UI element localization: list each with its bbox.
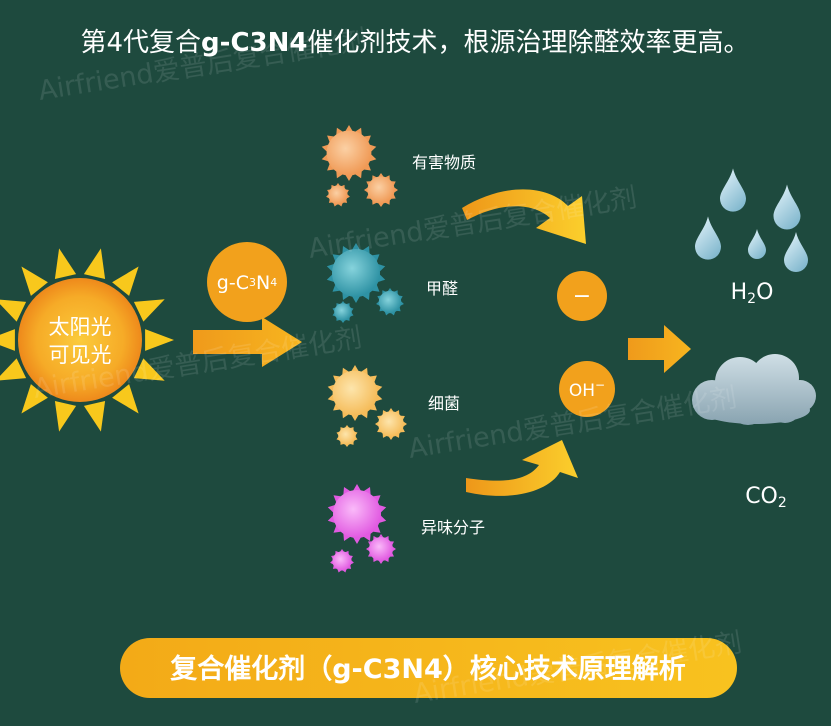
ion-hydroxide-base: OH <box>569 381 595 401</box>
water-drop-icon <box>720 168 746 212</box>
water-drop-icon <box>748 229 766 259</box>
curved-arrow-down-icon <box>462 189 586 244</box>
particle-body <box>332 551 352 571</box>
pollutant-odor: 异味分子 <box>327 484 485 573</box>
sun-ray <box>112 384 139 414</box>
banner-pill <box>120 638 737 698</box>
particle-body <box>328 185 348 205</box>
water-drop-icon <box>695 216 721 260</box>
banner-text: 复合催化剂（g-C3N4）核心技术原理解析 <box>170 653 686 685</box>
sun-body <box>18 278 142 402</box>
pollutant-bacteria: 细菌 <box>327 365 460 447</box>
title-prefix: 第4代复合 <box>81 28 202 58</box>
sun-ray <box>133 299 165 322</box>
pollutant-harmful: 有害物质 <box>321 125 476 207</box>
pollutant-label-formaldehyde: 甲醛 <box>426 279 458 298</box>
water-drop-icon <box>784 232 808 272</box>
arrow-right-icon <box>193 317 302 367</box>
ion-hydroxide-label: OH− <box>569 378 605 401</box>
sun-ray <box>145 329 174 351</box>
product-label-co2: CO2 <box>745 484 787 511</box>
water-part: 2 <box>747 291 756 307</box>
bacteria-particle-small <box>336 425 358 447</box>
sun-ray <box>0 358 27 381</box>
sun-rays <box>0 248 174 432</box>
arrow-right-icon <box>628 325 691 373</box>
formaldehyde-particle-small <box>332 301 354 323</box>
pollutant-label-bacteria: 细菌 <box>428 394 460 413</box>
odor-particle-large <box>327 484 387 544</box>
ion-negative-circle <box>557 271 607 321</box>
catalyst-part: 4 <box>270 276 277 289</box>
title-highlight: g-C3N4 <box>201 28 307 58</box>
sun: 太阳光 可见光 <box>0 248 174 432</box>
bacteria-particle-medium <box>375 408 407 440</box>
co2-part: CO <box>745 484 778 509</box>
co2-part: 2 <box>778 495 787 511</box>
sun-ray <box>0 329 15 351</box>
harmful-particle-small <box>326 183 350 207</box>
particle-body <box>369 537 393 561</box>
water-part: H <box>731 280 748 305</box>
catalyst-label: g-C3N4 <box>217 272 277 294</box>
water-part: O <box>756 280 773 305</box>
particle-body <box>378 411 404 437</box>
pollutant-formaldehyde: 甲醛 <box>326 243 458 323</box>
ion-hydroxide-charge: − <box>595 378 605 392</box>
odor-particle-small <box>330 549 354 573</box>
cloud-base <box>700 396 810 424</box>
particle-body <box>333 490 381 538</box>
sun-ray <box>0 299 27 322</box>
catalyst-circle <box>207 242 287 322</box>
pollutant-label-harmful: 有害物质 <box>412 153 476 172</box>
ion-hydroxide-circle <box>559 361 615 417</box>
formaldehyde-particle-medium <box>376 288 404 316</box>
sun-ray <box>54 248 77 279</box>
odor-particle-medium <box>366 534 396 564</box>
bacteria-particle-large <box>327 365 383 421</box>
ion-negative: − <box>557 271 607 321</box>
catalyst-part: N <box>256 272 270 294</box>
water-drops <box>695 168 808 272</box>
product-label-water: H2O <box>731 280 774 307</box>
catalyst-part: 3 <box>249 276 256 289</box>
particle-body <box>338 427 356 445</box>
sun-ray <box>112 266 139 296</box>
particle-body <box>378 290 402 314</box>
sun-ray <box>21 384 48 414</box>
particle-body <box>367 176 395 204</box>
formaldehyde-particle-large <box>326 243 386 303</box>
title-suffix: 催化剂技术，根源治理除醛效率更高。 <box>307 28 749 58</box>
particle-body <box>332 370 378 416</box>
sun-ray <box>133 358 165 381</box>
cloud-icon <box>692 354 816 425</box>
water-drop-icon <box>773 184 801 230</box>
particle-body <box>334 303 352 321</box>
sun-ray <box>54 401 77 432</box>
particle-body <box>332 249 380 297</box>
sun-label-line1: 太阳光 <box>49 315 112 339</box>
pollutant-label-odor: 异味分子 <box>421 518 485 537</box>
sun-ray <box>83 248 106 279</box>
curved-arrow-up-icon <box>466 440 578 496</box>
banner: 复合催化剂（g-C3N4）核心技术原理解析 <box>120 638 737 698</box>
sun-ray <box>21 266 48 296</box>
sun-label-line2: 可见光 <box>49 343 112 367</box>
ion-negative-label: − <box>573 284 591 309</box>
harmful-particle-large <box>321 125 377 181</box>
particle-body <box>326 130 372 176</box>
ion-hydroxide: OH− <box>559 361 615 417</box>
catalyst-part: g-C <box>217 272 249 294</box>
page-title: 第4代复合g-C3N4催化剂技术，根源治理除醛效率更高。 <box>81 28 750 58</box>
sun-ray <box>83 401 106 432</box>
catalyst-g-c3n4: g-C3N4 <box>207 242 287 322</box>
harmful-particle-medium <box>364 173 398 207</box>
